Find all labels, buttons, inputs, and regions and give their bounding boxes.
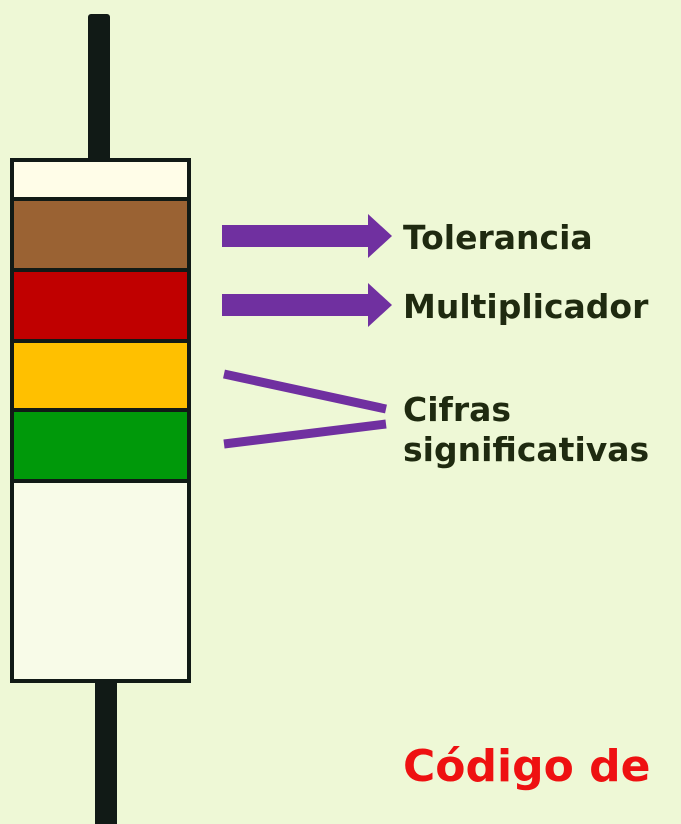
- multiplier-arrow: [222, 283, 392, 327]
- tolerance-arrow: [222, 214, 392, 258]
- tolerance-label: Tolerancia: [403, 218, 593, 257]
- band-red: [10, 268, 191, 343]
- band-green: [10, 408, 191, 483]
- band-brown: [10, 197, 191, 272]
- significant-figures-label-line1: Cifras: [403, 390, 512, 429]
- significant-figures-label-line2: significativas: [403, 430, 650, 469]
- band-cream: [10, 158, 191, 201]
- bottom-lead: [95, 678, 117, 824]
- top-lead: [88, 14, 110, 164]
- multiplier-label: Multiplicador: [403, 287, 649, 326]
- band-yellow: [10, 339, 191, 412]
- significant-figures-pointer: [223, 369, 387, 449]
- color-code-caption: Código de: [403, 741, 651, 792]
- significant-figures-label: Cifras significativas: [403, 390, 649, 470]
- color-bands: [10, 158, 191, 483]
